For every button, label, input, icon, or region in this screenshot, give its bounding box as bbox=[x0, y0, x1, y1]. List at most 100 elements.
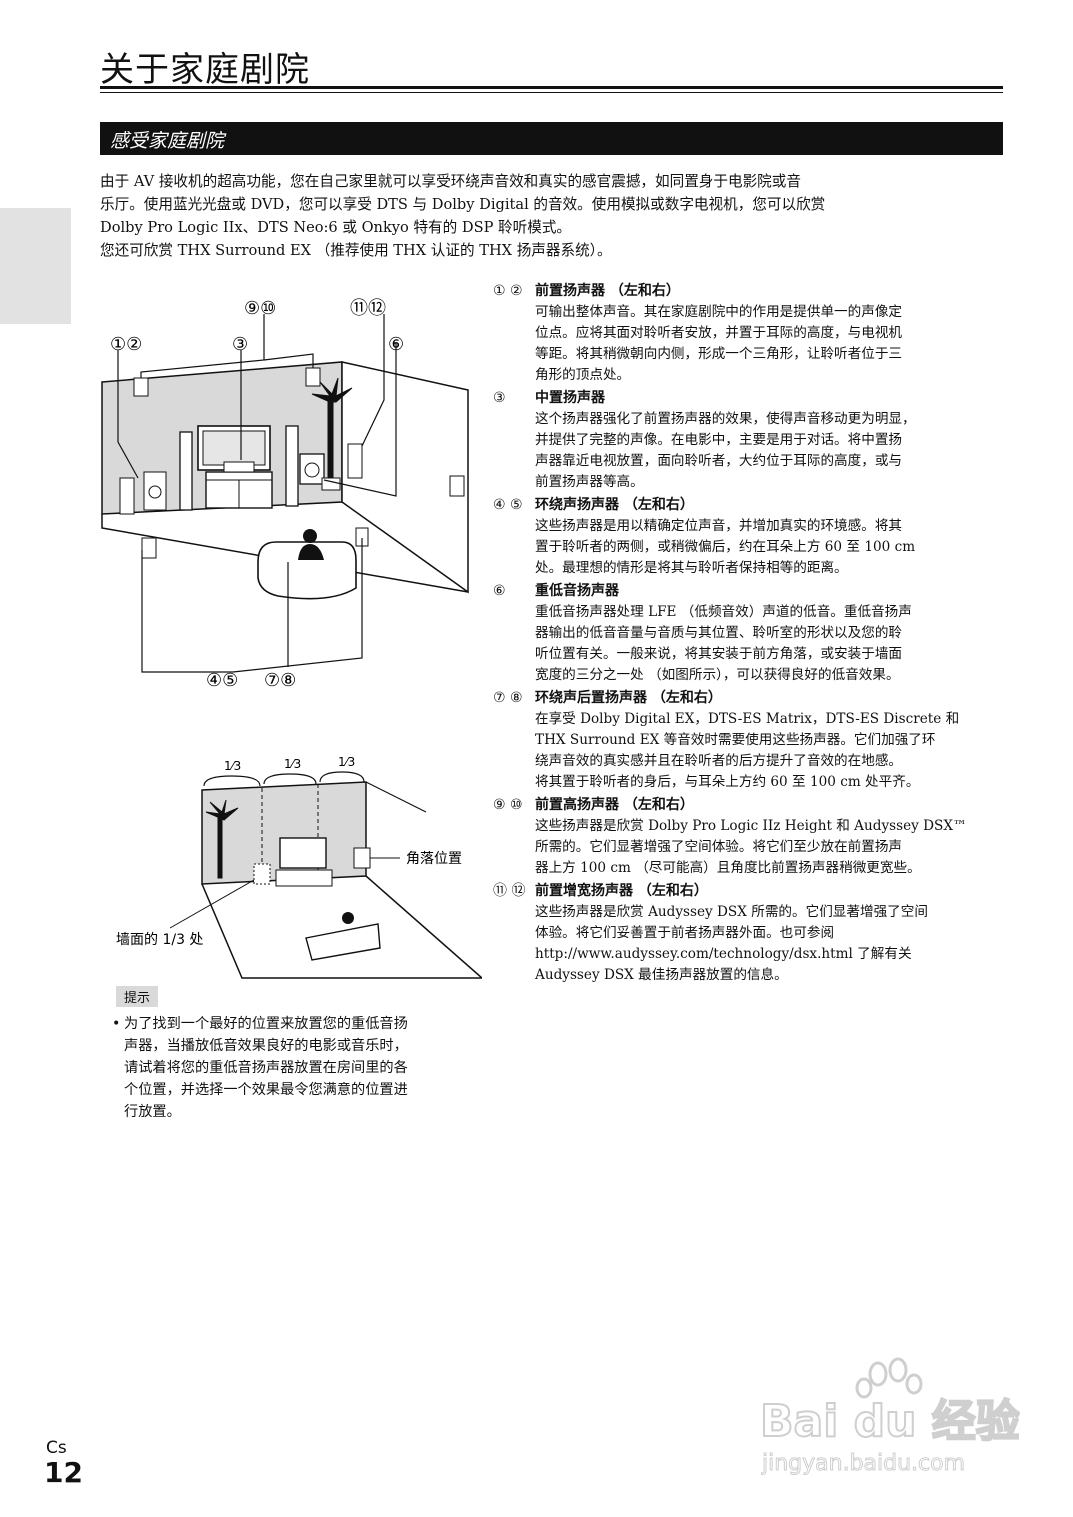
wall-third-label: 墙面的 1/3 处 bbox=[116, 932, 203, 948]
sofa-listener bbox=[257, 529, 357, 600]
speaker-title: 前置增宽扬声器 （左和右） bbox=[535, 883, 708, 899]
intro-line: 乐厅。使用蓝光光盘或 DVD，您可以享受 DTS 与 Dolby Digital… bbox=[100, 196, 826, 213]
speaker-desc-line: 器上方 100 cm （尽可能高）且角度比前置扬声器稍微更宽些。 bbox=[535, 860, 921, 876]
speaker-descriptions: ① ② 前置扬声器 （左和右） 可输出整体声音。其在家庭剧院中的作用是提供单一的声… bbox=[493, 281, 1013, 988]
sofa bbox=[305, 923, 381, 961]
page-number: 12 bbox=[44, 1456, 83, 1489]
tv-stand bbox=[275, 869, 333, 887]
speaker-desc-line: 在享受 Dolby Digital EX，DTS-ES Matrix，DTS-E… bbox=[535, 711, 960, 727]
speaker-item-surround: ④ ⑤ 环绕声扬声器 （左和右） 这些扬声器是用以精确定位声音，并增加真实的环境感… bbox=[493, 495, 1013, 579]
intro-paragraph: 由于 AV 接收机的超高功能，您在自己家里就可以享受环绕声音效和真实的感官震撼，… bbox=[100, 170, 1010, 262]
speaker-item-front-wide: ⑪ ⑫ 前置增宽扬声器 （左和右） 这些扬声器是欣赏 Audyssey DSX 所… bbox=[493, 881, 1013, 986]
front-right-speaker bbox=[285, 425, 299, 507]
speaker-number: ④ ⑤ bbox=[493, 497, 523, 513]
paw-icon bbox=[855, 1357, 923, 1399]
speaker-desc-line: 将其置于聆听者的身后，与耳朵上方约 60 至 100 cm 处平齐。 bbox=[535, 774, 920, 790]
label-front: ①② bbox=[110, 334, 142, 355]
front-left-speaker bbox=[179, 431, 193, 511]
third-mark: 1⁄3 bbox=[224, 759, 241, 773]
intro-line: Dolby Pro Logic IIx、DTS Neo:6 或 Onkyo 特有… bbox=[100, 219, 572, 236]
front-high-left-speaker bbox=[133, 377, 149, 397]
front-high-right-speaker bbox=[305, 367, 321, 387]
speaker-layout-diagram: ⑨⑩ ⑪⑫ ①② ③ ⑥ ④⑤ ⑦⑧ bbox=[101, 298, 469, 691]
speaker-desc-line: 这些扬声器是欣赏 Dolby Pro Logic IIz Height 和 Au… bbox=[535, 818, 967, 834]
speaker-desc-line: 置于聆听者的两侧，或稍微偏后，约在耳朵上方 60 至 100 cm bbox=[535, 539, 916, 555]
watermark-url: jingyan.baidu.com bbox=[761, 1451, 965, 1476]
speaker-desc-line: 声器靠近电视放置，面向聆听者，大约位于耳际的高度，或与 bbox=[535, 453, 903, 469]
page-language: Cs bbox=[46, 1438, 67, 1458]
side-tab bbox=[0, 208, 71, 324]
speaker-desc-link[interactable]: http://www.audyssey.com/technology/dsx.h… bbox=[535, 946, 912, 962]
speaker-title: 前置高扬声器 （左和右） bbox=[535, 797, 694, 813]
speaker-desc-line: Audyssey DSX 最佳扬声器放置的信息。 bbox=[535, 967, 788, 983]
speaker-desc-line: 并提供了完整的声像。在电影中，主要是用于对话。将中置扬 bbox=[535, 432, 903, 448]
speaker-number: ⑥ bbox=[493, 583, 506, 599]
tip-line: 为了找到一个最好的位置来放置您的重低音扬 bbox=[124, 1016, 408, 1032]
speaker-desc-line: 听位置有关。一般来说，将其安装于前方角落，或安装于墙面 bbox=[535, 646, 903, 662]
front-wide-right-speaker bbox=[347, 443, 363, 479]
label-center: ③ bbox=[232, 334, 248, 355]
watermark-brand: Bai du 经验 bbox=[760, 1396, 1020, 1447]
speaker-desc-line: 体验。将它们妥善置于前者扬声器外面。也可参阅 bbox=[535, 925, 835, 941]
tip-line: 声器，当播放低音效果良好的电影或音乐时， bbox=[124, 1038, 408, 1054]
corner-floor bbox=[201, 875, 482, 979]
label-surround-back: ⑦⑧ bbox=[264, 670, 296, 691]
speaker-number: ⑪ ⑫ bbox=[493, 883, 526, 899]
label-subwoofer: ⑥ bbox=[388, 334, 404, 355]
speaker-title: 中置扬声器 bbox=[535, 390, 605, 406]
section-header-text: 感受家庭剧院 bbox=[110, 130, 225, 152]
tv-screen bbox=[279, 837, 327, 869]
subwoofer-placement-diagram: 1⁄3 1⁄3 1⁄3 角落位置 墙面的 1/3 处 bbox=[116, 755, 482, 979]
surround-left-speaker bbox=[141, 537, 157, 559]
speaker-desc-line: 前置扬声器等高。 bbox=[535, 474, 644, 490]
speaker-desc-line: 可输出整体声音。其在家庭剧院中的作用是提供单一的声像定 bbox=[535, 304, 903, 320]
tip-bullet: • bbox=[112, 1016, 121, 1032]
title-rule bbox=[100, 86, 1003, 89]
speaker-desc-line: 所需的。它们显著增强了空间体验。将它们至少放在前置扬声 bbox=[535, 839, 903, 855]
palm-plant bbox=[311, 377, 353, 491]
speaker-desc-line: 处。最理想的情形是将其与聆听者保持相等的距离。 bbox=[535, 560, 848, 576]
subwoofer-wall-third bbox=[253, 863, 271, 885]
tip-line: 行放置。 bbox=[124, 1104, 181, 1120]
baidu-watermark: Bai du 经验 jingyan.baidu.com bbox=[759, 1357, 1020, 1477]
speaker-desc-line: 这个扬声器强化了前置扬声器的效果，使得声音移动更为明显， bbox=[535, 411, 916, 427]
front-wide-left-speaker bbox=[119, 477, 135, 515]
speaker-desc-line: 这些扬声器是用以精确定位声音，并增加真实的环境感。将其 bbox=[535, 518, 903, 534]
title-rule-thin bbox=[100, 92, 1003, 93]
speaker-item-center: ③ 中置扬声器 这个扬声器强化了前置扬声器的效果，使得声音移动更为明显， 并提供了… bbox=[493, 388, 1013, 493]
speaker-number: ① ② bbox=[493, 283, 523, 299]
page-title: 关于家庭剧院 bbox=[100, 50, 310, 90]
tip-line: 个位置，并选择一个效果最令您满意的位置进 bbox=[124, 1082, 408, 1098]
speaker-desc-line: 器输出的低音音量与音质与其位置、聆听室的形状以及您的聆 bbox=[535, 625, 903, 641]
corner-position-label: 角落位置 bbox=[406, 851, 462, 867]
speaker-desc-line: 绕声音效的真实感并且在聆听者的后方提升了音效的在地感。 bbox=[535, 753, 903, 769]
speaker-number: ⑨ ⑩ bbox=[493, 797, 523, 813]
tip-label: 提示 bbox=[116, 986, 159, 1007]
speaker-item-front-high: ⑨ ⑩ 前置高扬声器 （左和右） 这些扬声器是欣赏 Dolby Pro Logic… bbox=[493, 795, 1013, 879]
speaker-item-front: ① ② 前置扬声器 （左和右） 可输出整体声音。其在家庭剧院中的作用是提供单一的声… bbox=[493, 281, 1013, 386]
label-surround: ④⑤ bbox=[206, 670, 238, 691]
speaker-desc-line: 重低音扬声器处理 LFE （低频音效）声道的低音。重低音扬声 bbox=[535, 604, 912, 620]
surround-right-speaker bbox=[449, 475, 465, 497]
label-front-wide: ⑪⑫ bbox=[350, 298, 386, 319]
speaker-desc-line: 位点。应将其面对聆听者安放，并置于耳际的高度，与电视机 bbox=[535, 325, 903, 341]
speaker-desc-line: 这些扬声器是欣赏 Audyssey DSX 所需的。它们显著增强了空间 bbox=[535, 904, 928, 920]
label-front-high: ⑨⑩ bbox=[244, 298, 276, 319]
section-header: 感受家庭剧院 bbox=[100, 122, 1003, 155]
palm-plant bbox=[205, 799, 239, 879]
speaker-desc-line: 宽度的三分之一处 （如图所示），可以获得良好的低音效果。 bbox=[535, 667, 900, 683]
speaker-desc-line: 角形的顶点处。 bbox=[535, 367, 631, 383]
speaker-number: ⑦ ⑧ bbox=[493, 690, 523, 706]
third-mark: 1⁄3 bbox=[338, 755, 355, 769]
speaker-title: 环绕声扬声器 （左和右） bbox=[535, 497, 694, 513]
speaker-number: ③ bbox=[493, 390, 506, 406]
speaker-desc-line: THX Surround EX 等音效时需要使用这些扬声器。它们加强了环 bbox=[535, 732, 936, 748]
intro-line: 由于 AV 接收机的超高功能，您在自己家里就可以享受环绕声音效和真实的感官震撼，… bbox=[100, 173, 801, 190]
third-mark: 1⁄3 bbox=[284, 757, 301, 771]
tip-text: • 为了找到一个最好的位置来放置您的重低音扬 声器，当播放低音效果良好的电影或音… bbox=[112, 1013, 462, 1123]
speaker-title: 前置扬声器 （左和右） bbox=[535, 283, 680, 299]
center-speaker bbox=[223, 461, 255, 473]
corner-back-wall bbox=[201, 781, 367, 885]
